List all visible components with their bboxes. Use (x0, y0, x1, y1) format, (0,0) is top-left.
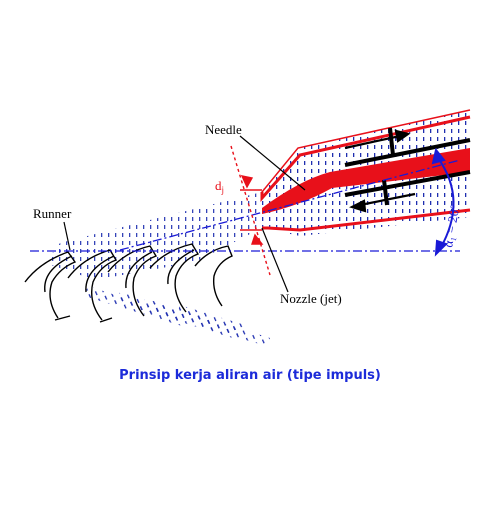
water-spray-cone (45, 192, 262, 280)
nozzle-label: Nozzle (jet) (280, 291, 342, 306)
reference-axes (30, 159, 461, 252)
needle-spear (262, 148, 470, 214)
angle-label: α₁ = 20° (440, 203, 462, 248)
outflow-streaks (84, 286, 270, 346)
needle-label: Needle (205, 122, 242, 137)
diagram-caption: Prinsip kerja aliran air (tipe impuls) (119, 368, 381, 383)
runner-label: Runner (33, 206, 72, 221)
flow-arrows (344, 129, 416, 213)
needle-guides (344, 127, 471, 206)
leader-lines (63, 135, 306, 293)
dj-label: dj (215, 178, 224, 195)
dj-dimension (230, 145, 271, 276)
angle-arc (431, 147, 455, 257)
runner-buckets (24, 243, 233, 323)
